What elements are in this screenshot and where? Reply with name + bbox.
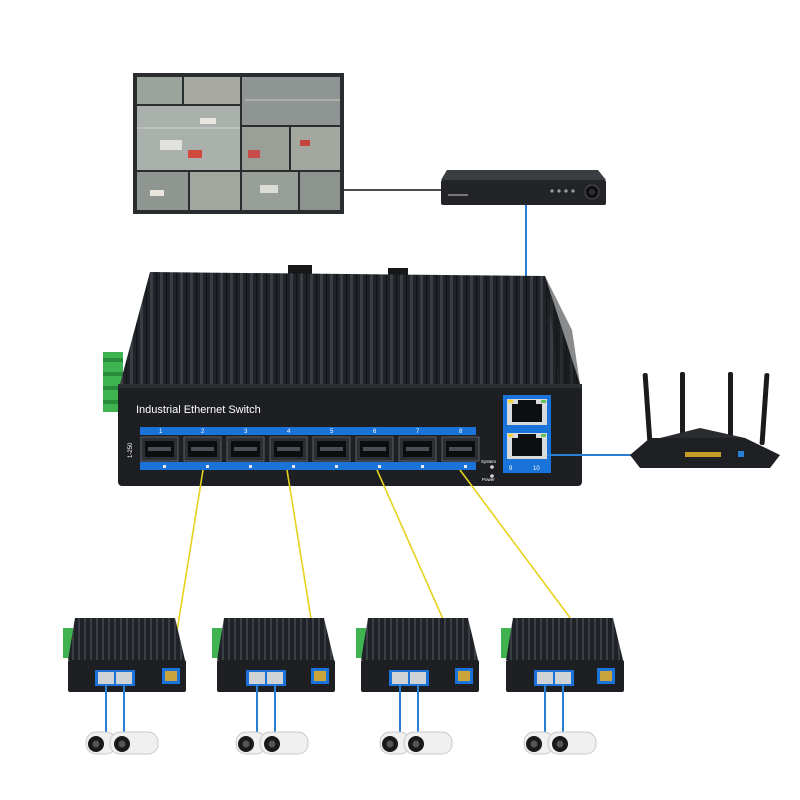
bullet-camera-icon (85, 731, 117, 755)
bullet-camera-icon (259, 731, 309, 755)
media-converter-3 (356, 618, 479, 692)
port-number: 7 (416, 429, 420, 435)
port-number: 6 (373, 429, 377, 435)
port-number: 5 (330, 429, 334, 435)
sfp-port-4[interactable] (269, 436, 308, 462)
switch-label: Industrial Ethernet Switch (136, 404, 261, 416)
media-converter-1 (63, 618, 186, 692)
port-number: 4 (287, 429, 291, 435)
switch-side-label: 1-250 (128, 442, 134, 458)
sfp-port-7[interactable] (398, 436, 437, 462)
sfp-port-6[interactable] (355, 436, 394, 462)
media-converter-2 (212, 618, 335, 692)
led-indicators (163, 465, 494, 478)
sfp-port-3[interactable] (226, 436, 265, 462)
uplink-label-10: 10 (533, 466, 540, 472)
port-number: 3 (244, 429, 248, 435)
sfp-port-8[interactable] (441, 436, 480, 462)
bullet-camera-icon (547, 731, 597, 755)
camera-group-2 (235, 731, 309, 755)
camera-group-1 (85, 731, 159, 755)
bullet-camera-icon (403, 731, 453, 755)
uplink-label-9: 9 (509, 466, 513, 472)
camera-links (105, 684, 564, 735)
bullet-camera-icon (109, 731, 159, 755)
cctv-grid (137, 77, 340, 210)
bullet-camera-icon (379, 731, 411, 755)
monitor-icon (133, 73, 344, 214)
sfp-port-5[interactable] (312, 436, 351, 462)
port-number: 2 (201, 429, 205, 435)
port-number-labels: 1 2 3 4 5 6 7 8 (159, 429, 463, 435)
bullet-camera-icon (235, 731, 267, 755)
sfp-port-2[interactable] (183, 436, 222, 462)
port-number: 1 (159, 429, 163, 435)
camera-group-3 (379, 731, 453, 755)
camera-group-4 (523, 731, 597, 755)
bullet-camera-icon (523, 731, 555, 755)
rj45-port-10[interactable] (507, 433, 547, 459)
sfp-port-1[interactable] (140, 436, 179, 462)
router-icon (630, 372, 780, 468)
power-label: Power (482, 477, 495, 482)
rj45-port-9[interactable] (507, 399, 547, 425)
industrial-switch: Industrial Ethernet Switch 1-250 1 2 3 4… (103, 265, 582, 486)
nvr-icon (441, 170, 606, 205)
system-label: System (481, 459, 496, 464)
media-converter-4 (501, 618, 624, 692)
port-number: 8 (459, 429, 463, 435)
